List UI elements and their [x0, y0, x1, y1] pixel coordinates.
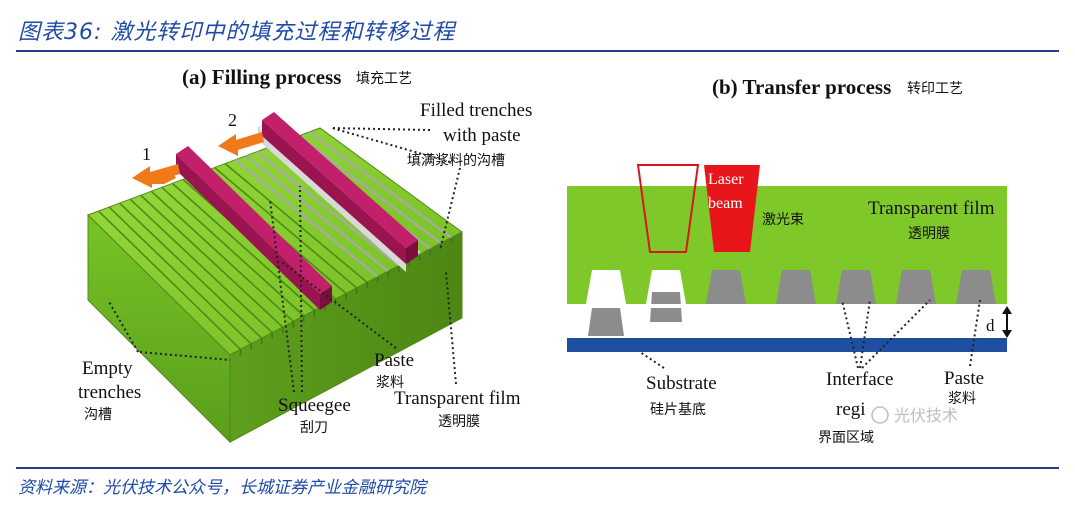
leader-interface-2	[859, 299, 871, 369]
film-label-a-zh: 透明膜	[438, 414, 480, 430]
substrate	[567, 338, 1007, 352]
paste-in-film	[776, 270, 816, 304]
step-1-label: 1	[142, 144, 151, 164]
filled-trench	[256, 150, 400, 267]
gap-d-arrow	[1002, 306, 1012, 338]
gap-d-label: d	[986, 316, 995, 335]
empty-trench	[171, 182, 315, 311]
laser-label-line1: Laser	[708, 171, 744, 188]
panel-a-title: (a) Filling process	[182, 65, 341, 89]
squeegee-label: Squeegee	[278, 395, 351, 416]
leader-interface-3	[861, 299, 931, 369]
film-block-side	[229, 231, 463, 443]
film-cavities	[567, 270, 1007, 322]
interface-label-line1: Interface	[826, 369, 894, 390]
interface-label-line2: regi	[836, 399, 866, 420]
squeegee-2-end	[406, 240, 418, 264]
step-2-label: 2	[228, 110, 237, 130]
laser-label-zh: 激光束	[762, 211, 804, 228]
filled-trench	[298, 135, 442, 245]
paste-label-a: Paste	[374, 350, 414, 371]
squeegee-1-face	[176, 154, 320, 310]
empty-label-line2: trenches	[78, 382, 141, 403]
arrow-1-shape	[132, 164, 180, 188]
laser-label-line2: beam	[708, 195, 743, 212]
squeegee-1-top	[176, 146, 332, 294]
filled-trench	[308, 131, 453, 239]
leader-lines-b	[639, 299, 981, 369]
empty-trench	[108, 206, 252, 345]
panel-b: (b) Transfer process 转印工艺 Laser beam 激光束…	[567, 75, 1012, 446]
film-label-b-zh: 透明膜	[908, 226, 950, 242]
substrate-label: Substrate	[646, 373, 717, 394]
leader-lines-a	[107, 127, 461, 393]
watermark-text: 光伏技术	[894, 406, 958, 425]
empty-trench	[214, 166, 358, 289]
empty-trench	[129, 198, 273, 334]
paste-in-film	[896, 270, 936, 304]
leader-filled-3	[439, 167, 461, 251]
figure-caption: 图表36: 激光转印中的填充过程和转移过程	[18, 20, 456, 45]
laser-beam	[704, 165, 760, 252]
empty-label-line1: Empty	[82, 358, 133, 379]
figure-source: 资料来源：光伏技术公众号，长城证券产业金融研究院	[18, 478, 426, 498]
paste-label-b-zh: 浆料	[948, 391, 976, 407]
film-gap	[567, 304, 1007, 308]
leader-interface-1	[841, 299, 859, 369]
film-label-a: Transparent film	[394, 388, 521, 409]
empty-label-zh: 沟槽	[84, 407, 112, 423]
squeegee-2-top	[262, 112, 418, 248]
panel-a: (a) Filling process 填充工艺 1 2	[78, 65, 532, 444]
leader-filled-1	[329, 127, 431, 131]
leader-filled-2	[331, 127, 451, 163]
squeegee-1-end	[320, 286, 332, 310]
filled-trench	[245, 154, 389, 272]
substrate-label-zh: 硅片基底	[650, 401, 706, 418]
squeegee-label-zh: 刮刀	[300, 420, 328, 436]
empty-trench	[150, 190, 294, 323]
paste-label-b: Paste	[944, 368, 984, 389]
paste-in-film	[706, 270, 746, 304]
bottom-rule	[16, 467, 1059, 469]
empty-trench	[161, 186, 305, 317]
filled-label-line2: with paste	[443, 125, 521, 146]
panel-b-title: (b) Transfer process	[712, 75, 891, 99]
leader-film	[445, 271, 457, 385]
leader-substrate	[639, 351, 665, 369]
leader-empty-1	[107, 299, 139, 353]
interface-label-zh: 界面区域	[818, 430, 874, 446]
leader-paste	[281, 261, 397, 349]
leader-empty-2	[139, 351, 231, 361]
paste-in-film	[956, 270, 996, 304]
trenches	[97, 131, 453, 350]
empty-trench	[140, 194, 284, 328]
empty-trench	[119, 202, 263, 339]
empty-cavity	[586, 270, 626, 304]
film-label-b: Transparent film	[868, 198, 995, 219]
arrow-2-shape	[218, 132, 264, 156]
wechat-icon	[871, 406, 889, 424]
watermark: 光伏技术	[871, 406, 958, 425]
panel-a-title-zh: 填充工艺	[356, 71, 412, 87]
laser-outline	[636, 164, 700, 253]
empty-trench	[97, 210, 242, 350]
leader-paste-b	[969, 299, 981, 367]
leader-squeegee-1	[269, 199, 295, 393]
paste-label-a-zh: 浆料	[376, 375, 404, 391]
paste-in-film	[836, 270, 876, 304]
leader-squeegee-2	[299, 185, 303, 393]
transferred-paste	[588, 308, 624, 336]
squeegee-2-face	[262, 120, 406, 264]
panel-b-title-zh: 转印工艺	[907, 81, 963, 97]
filled-label-line1: Filled trenches	[420, 100, 532, 121]
top-rule	[16, 50, 1059, 52]
filled-trench	[234, 158, 379, 278]
empty-trench	[224, 162, 368, 283]
filled-label-zh: 填满浆料的沟槽	[407, 153, 505, 169]
